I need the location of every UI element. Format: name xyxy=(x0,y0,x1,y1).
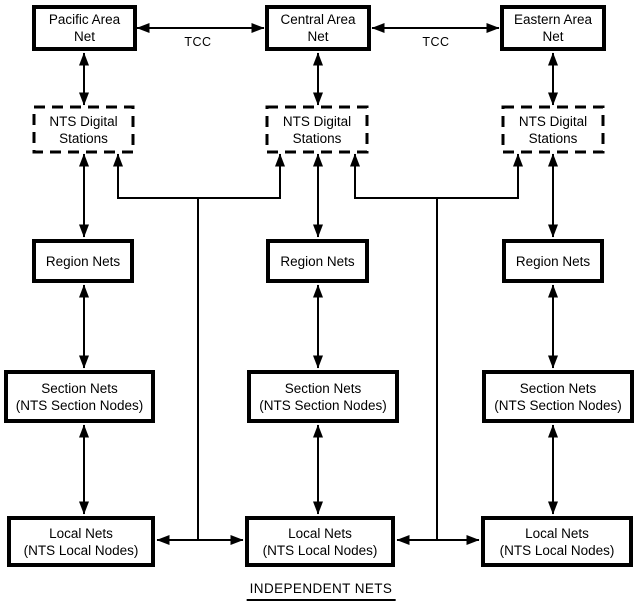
box-label-line: Region Nets xyxy=(280,253,355,269)
box-label-line: (NTS Section Nodes) xyxy=(15,397,144,413)
box-label-line: Section Nets xyxy=(519,380,597,396)
pacific-section-nets-box: Section Nets (NTS Section Nodes) xyxy=(4,370,155,423)
independent-nets-label: INDEPENDENT NETS xyxy=(246,581,396,601)
box-label-line: NTS Digital xyxy=(49,113,118,129)
tcc-label-east: TCC xyxy=(422,35,450,49)
box-label-line: Pacific Area xyxy=(48,12,121,27)
box-label-line: Stations xyxy=(292,130,342,146)
digital-branch-connector-west xyxy=(113,153,285,540)
central-area-net-box: Central Area Net xyxy=(265,5,371,51)
central-section-nets-box: Section Nets (NTS Section Nodes) xyxy=(247,370,399,423)
box-label-line: Eastern Area xyxy=(513,12,593,27)
box-label-line: (NTS Section Nodes) xyxy=(494,397,622,413)
box-label-line: Section Nets xyxy=(284,380,362,396)
box-label-line: Local Nets xyxy=(525,525,589,541)
box-label-line: Local Nets xyxy=(288,525,352,541)
eastern-section-nets-box: Section Nets (NTS Section Nodes) xyxy=(482,370,634,423)
pacific-area-net-box: Pacific Area Net xyxy=(32,5,137,51)
box-label-line: (NTS Section Nodes) xyxy=(259,397,387,413)
box-label-line: Stations xyxy=(528,130,578,146)
box-label-line: (NTS Local Nodes) xyxy=(23,542,139,558)
box-label-line: Region Nets xyxy=(45,253,121,269)
central-local-nets-box: Local Nets (NTS Local Nodes) xyxy=(245,516,395,567)
eastern-area-net-box: Eastern Area Net xyxy=(500,5,606,51)
box-label-line: Local Nets xyxy=(49,525,113,541)
box-label-line: (NTS Local Nodes) xyxy=(262,542,378,558)
box-label-line: Region Nets xyxy=(515,253,591,269)
digital-branch-connector-east xyxy=(350,153,523,540)
box-label-line: Net xyxy=(73,29,95,44)
box-label-line: Section Nets xyxy=(41,380,118,396)
central-nts-digital-stations-box: NTS Digital Stations xyxy=(267,107,367,152)
box-label-line: Stations xyxy=(59,130,108,146)
pacific-region-nets-box: Region Nets xyxy=(32,239,134,283)
pacific-nts-digital-stations-box: NTS Digital Stations xyxy=(34,107,133,152)
box-label-line: Net xyxy=(542,29,564,44)
pacific-local-nets-box: Local Nets (NTS Local Nodes) xyxy=(7,516,155,567)
box-label-line: NTS Digital xyxy=(282,113,352,129)
eastern-nts-digital-stations-box: NTS Digital Stations xyxy=(503,107,603,152)
box-label-line: (NTS Local Nodes) xyxy=(499,542,615,558)
box-label-line: Central Area xyxy=(280,12,356,27)
eastern-region-nets-box: Region Nets xyxy=(502,239,604,283)
tcc-label-west: TCC xyxy=(184,35,212,49)
box-label-line: Net xyxy=(307,29,329,44)
central-region-nets-box: Region Nets xyxy=(266,239,369,283)
eastern-local-nets-box: Local Nets (NTS Local Nodes) xyxy=(481,516,633,567)
box-label-line: NTS Digital xyxy=(518,113,588,129)
